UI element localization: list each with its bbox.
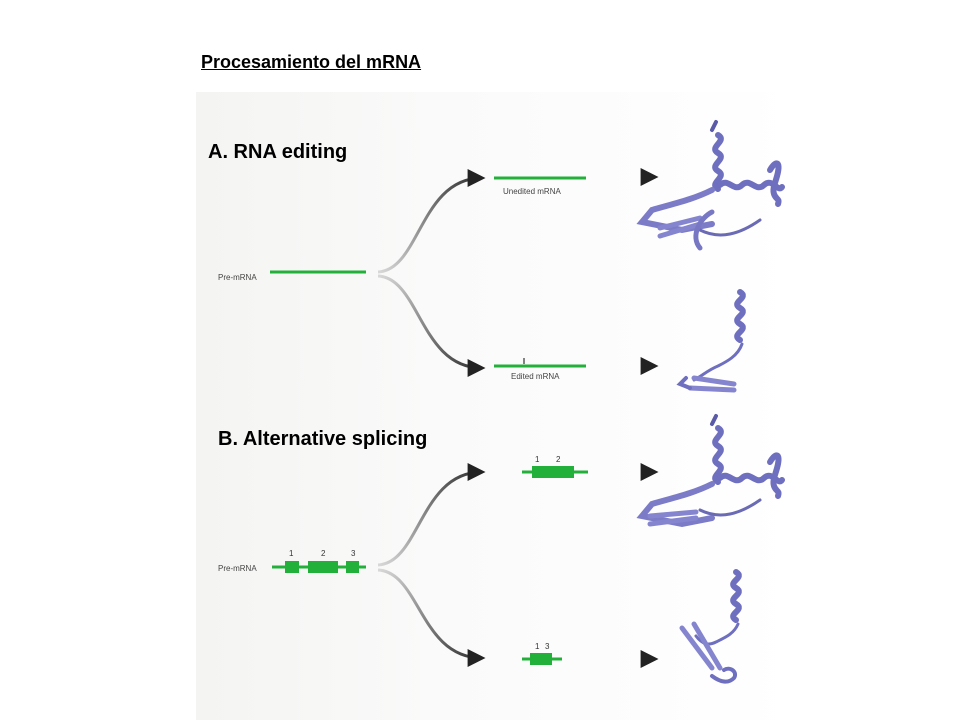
truncated-protein-a [676, 289, 746, 393]
section-b-diagram: Pre-mRNA 1 2 3 1 2 1 3 [218, 414, 785, 684]
isoform-2-exon-a: 1 [535, 642, 540, 651]
section-a-diagram: Pre-mRNA Unedited mRNA Edited mRNA [218, 120, 785, 393]
isoform-2-exons [530, 653, 552, 665]
exon-2-block [308, 561, 338, 573]
pre-mrna-label-b: Pre-mRNA [218, 564, 257, 573]
protein-isoform-1 [636, 414, 785, 528]
full-length-protein-a [636, 120, 785, 251]
isoform-1-exon-b: 2 [556, 455, 561, 464]
exon-2-number: 2 [321, 549, 326, 558]
branch-arrow-edited [377, 274, 486, 377]
branch-arrow-isoform-1 [377, 463, 486, 567]
exon-3-block [346, 561, 359, 573]
section-a-title: A. RNA editing [208, 141, 348, 163]
page-title: Procesamiento del mRNA [201, 52, 422, 72]
exon-3-number: 3 [351, 549, 356, 558]
isoform-1-exon-a: 1 [535, 455, 540, 464]
exon-1-block [285, 561, 299, 573]
exon-1-number: 1 [289, 549, 294, 558]
isoform-2-exon-b: 3 [545, 642, 550, 651]
protein-isoform-2 [679, 569, 742, 684]
pre-mrna-label-a: Pre-mRNA [218, 273, 257, 282]
branch-arrow-isoform-2 [377, 568, 486, 667]
branch-arrow-unedited [377, 169, 486, 274]
edited-mrna-label: Edited mRNA [511, 372, 560, 381]
isoform-1-exons [532, 466, 574, 478]
section-b-title: B. Alternative splicing [218, 428, 428, 450]
unedited-mrna-label: Unedited mRNA [503, 187, 561, 196]
